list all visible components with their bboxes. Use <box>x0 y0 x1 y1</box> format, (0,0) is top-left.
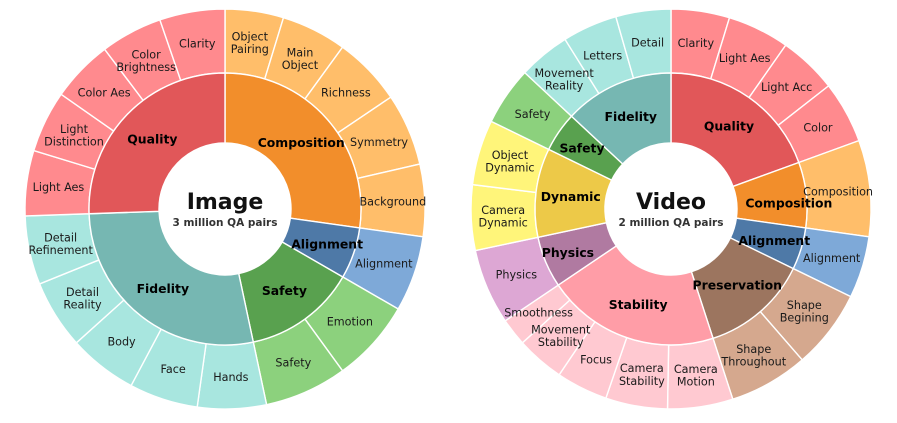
image-outer-label-symmetry: Symmetry <box>350 136 408 149</box>
video-inner-label-dynamic: Dynamic <box>541 189 601 204</box>
video-inner-label-fidelity: Fidelity <box>604 109 656 124</box>
image-inner-label-fidelity: Fidelity <box>137 281 189 296</box>
video-outer-label-smoothness: Smoothness <box>504 306 573 319</box>
video-outer-label-color: Color <box>803 122 833 135</box>
image-outer-label-background: Background <box>359 196 426 209</box>
image-center-title: Image <box>187 190 264 215</box>
video-inner-label-stability: Stability <box>609 297 668 312</box>
image-inner-segment-quality <box>88 72 226 215</box>
video-outer-label-light-aes: Light Aes <box>719 52 771 65</box>
video-inner-label-alignment: Alignment <box>738 233 810 248</box>
video-outer-label-physics: Physics <box>496 269 538 282</box>
image-outer-label-alignment: Alignment <box>355 258 413 271</box>
image-inner-segment-composition <box>224 72 362 229</box>
video-inner-label-composition: Composition <box>745 195 832 210</box>
image-outer-label-body: Body <box>107 335 136 348</box>
video-inner-label-quality: Quality <box>704 119 754 134</box>
video-outer-label-light-acc: Light Acc <box>761 81 812 94</box>
video-inner-segment-stability <box>557 244 714 346</box>
video-outer-label-safety: Safety <box>515 108 551 121</box>
image-outer-label-face: Face <box>160 363 185 376</box>
image-inner-label-composition: Composition <box>258 135 345 150</box>
image-outer-label-hands: Hands <box>213 371 248 384</box>
video-center-subtitle: 2 million QA pairs <box>619 217 724 229</box>
video-outer-label-detail: Detail <box>631 37 664 50</box>
video-outer-label-alignment: Alignment <box>803 252 861 265</box>
image-outer-label-light-aes: Light Aes <box>33 181 85 194</box>
image-outer-label-color-aes: Color Aes <box>78 86 131 99</box>
video-outer-label-focus: Focus <box>580 353 612 366</box>
image-inner-label-safety: Safety <box>262 283 307 298</box>
image-center-subtitle: 3 million QA pairs <box>173 217 278 229</box>
video-inner-label-preservation: Preservation <box>693 278 782 293</box>
image-outer-label-richness: Richness <box>321 86 371 99</box>
video-outer-label-composition: Composition <box>803 185 873 198</box>
image-inner-label-alignment: Alignment <box>291 237 363 252</box>
video-outer-label-letters: Letters <box>583 50 622 63</box>
video-inner-segment-quality <box>670 72 800 188</box>
video-outer-label-clarity: Clarity <box>678 37 715 50</box>
image-center-hole <box>159 143 291 275</box>
image-outer-label-emotion: Emotion <box>327 315 373 328</box>
image-inner-label-quality: Quality <box>127 131 177 146</box>
image-inner-segment-fidelity <box>88 210 255 346</box>
image-outer-label-safety: Safety <box>275 357 311 370</box>
video-inner-label-physics: Physics <box>542 245 594 260</box>
image-outer-label-clarity: Clarity <box>179 37 216 50</box>
video-center-title: Video <box>636 190 706 215</box>
video-center-hole <box>605 143 737 275</box>
video-inner-segment-fidelity <box>570 72 672 165</box>
video-inner-label-safety: Safety <box>559 140 604 155</box>
